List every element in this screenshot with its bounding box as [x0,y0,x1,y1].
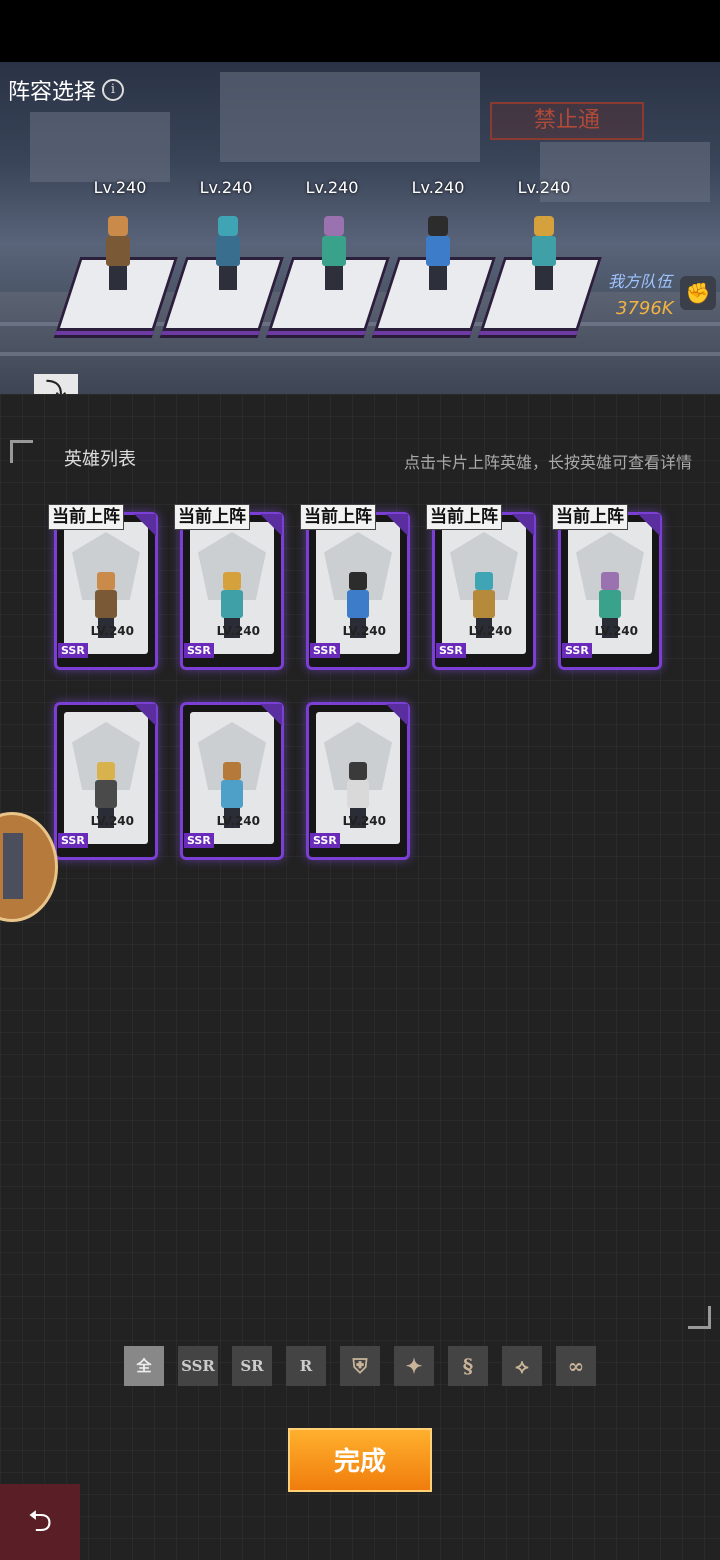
card-portrait: LV.240 [316,712,400,844]
fist-icon[interactable]: ✊ [680,276,716,310]
card-portrait: LV.240 [568,522,652,654]
lineup-hero-2[interactable] [206,212,250,292]
card-level: LV.240 [90,624,134,638]
rarity-badge: SSR [436,643,466,658]
faction-3-icon[interactable]: § [448,1346,488,1386]
card-level: LV.240 [342,624,386,638]
status-bar [0,0,720,62]
hero-sprite [592,572,628,640]
hero-sprite [340,762,376,830]
hero-card[interactable]: LV.240 SSR 当前上阵 [300,504,410,670]
hero-sprite [466,572,502,640]
faction-5-icon[interactable]: ∞ [556,1346,596,1386]
card-portrait: LV.240 [190,712,274,844]
team-label: 我方队伍 [608,272,673,291]
filter-ssr[interactable]: SSR [178,1346,218,1386]
card-level: LV.240 [342,814,386,828]
hero-sprite [88,572,124,640]
lineup-level-3: Lv.240 [305,178,359,197]
deployed-tag: 当前上阵 [48,504,124,530]
card-portrait: LV.240 [64,522,148,654]
filter-all[interactable]: 全 [124,1346,164,1386]
card-level: LV.240 [90,814,134,828]
rarity-badge: SSR [184,643,214,658]
rarity-badge: SSR [310,833,340,848]
filter-r[interactable]: R [286,1346,326,1386]
card-portrait: LV.240 [316,522,400,654]
hero-card[interactable]: LV.240 SSR 当前上阵 [174,504,284,670]
rarity-badge: SSR [58,643,88,658]
rarity-badge: SSR [184,833,214,848]
card-portrait: LV.240 [190,522,274,654]
forbidden-sign: 禁止通 [490,102,644,140]
rarity-badge: SSR [310,643,340,658]
lineup-level-2: Lv.240 [199,178,253,197]
hero-card[interactable]: LV.240 SSR 当前上阵 [48,504,158,670]
lineup-hero-1[interactable] [96,212,140,292]
hero-list-title: 英雄列表 [64,449,136,470]
faction-1-icon[interactable]: ⛨ [340,1346,380,1386]
lineup-hero-3[interactable] [312,212,356,292]
faction-2-icon[interactable]: ✦ [394,1346,434,1386]
hero-card[interactable]: LV.240 SSR [180,694,284,860]
swap-icon[interactable]: ⤵ [34,374,78,394]
rarity-badge: SSR [58,833,88,848]
card-level: LV.240 [594,624,638,638]
info-icon[interactable]: i [102,79,125,101]
hero-card[interactable]: LV.240 SSR [306,694,410,860]
hero-card[interactable]: LV.240 SSR [54,694,158,860]
card-portrait: LV.240 [442,522,526,654]
corner-decoration [10,440,33,463]
filter-bar: 全 SSR SR R ⛨ ✦ § ⟡ ∞ [124,1346,596,1386]
page-title-row: 阵容选择 i [8,74,125,106]
page-title: 阵容选择 [8,80,97,105]
faction-4-icon[interactable]: ⟡ [502,1346,542,1386]
lineup-level-1: Lv.240 [93,178,147,197]
card-portrait: LV.240 [64,712,148,844]
corner-decoration [688,1306,711,1329]
lineup-level-4: Lv.240 [411,178,465,197]
filter-sr[interactable]: SR [232,1346,272,1386]
done-button[interactable]: 完成 [288,1428,432,1492]
hero-card[interactable]: LV.240 SSR 当前上阵 [552,504,662,670]
lineup-hero-5[interactable] [522,212,566,292]
team-power: 3796K [616,298,674,319]
card-level: LV.240 [468,624,512,638]
card-level: LV.240 [216,624,260,638]
hero-list-hint: 点击卡片上阵英雄，长按英雄可查看详情 [403,453,692,472]
deployed-tag: 当前上阵 [300,504,376,530]
lineup-hero-4[interactable] [416,212,460,292]
rarity-badge: SSR [562,643,592,658]
card-level: LV.240 [216,814,260,828]
hero-sprite [214,572,250,640]
battle-scene: 禁止通 阵容选择 i Lv.240 Lv.240 Lv.240 Lv.240 L… [0,62,720,394]
deployed-tag: 当前上阵 [552,504,628,530]
deployed-tag: 当前上阵 [426,504,502,530]
deployed-tag: 当前上阵 [174,504,250,530]
hero-sprite [214,762,250,830]
hero-sprite [88,762,124,830]
hero-card[interactable]: LV.240 SSR 当前上阵 [426,504,536,670]
back-icon[interactable]: ⮌ [0,1484,80,1560]
lineup-level-5: Lv.240 [517,178,571,197]
hero-sprite [340,572,376,640]
